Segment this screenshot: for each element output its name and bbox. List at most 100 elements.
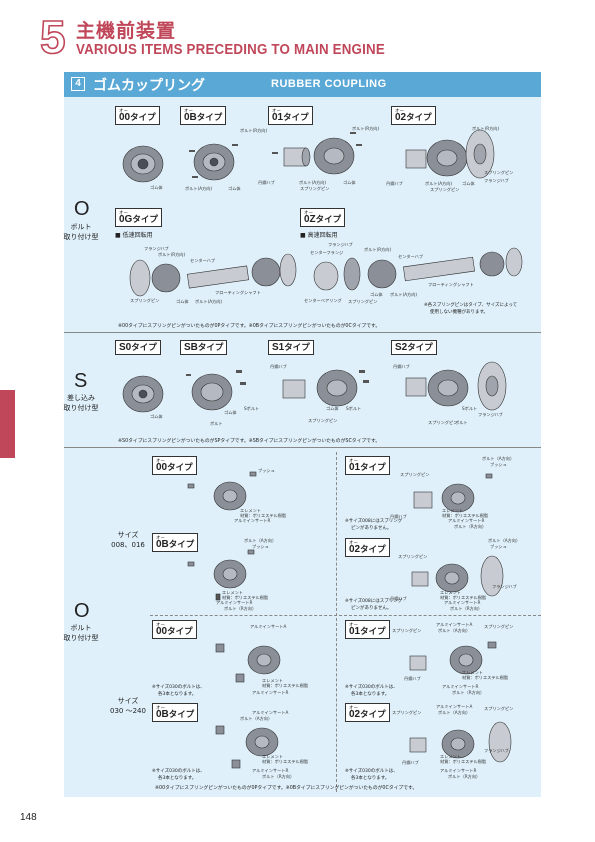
label: 丹鋼ハブ <box>393 364 410 369</box>
size-divider <box>150 615 541 616</box>
coupling-s2-illustration <box>405 361 507 411</box>
label: 丹鋼ハブ <box>390 596 407 601</box>
label: エレメント <box>440 590 461 595</box>
label: ブッシュ <box>252 544 269 549</box>
mount-letter-s: S <box>74 370 88 392</box>
label: センターハブ <box>190 258 216 263</box>
label: ボルト(A方向) <box>390 292 418 297</box>
label: ボルト（A方向） <box>240 716 273 721</box>
label: ボルト（R方向） <box>262 774 295 779</box>
label: 材質：ポリエステル樹脂 <box>442 513 489 518</box>
label: ボルト（R方向） <box>224 606 257 611</box>
size-label-small: サイズ 008、016 <box>111 531 145 549</box>
coupling-0b-small-illustration <box>187 549 255 601</box>
coupling-00-small-illustration <box>187 471 257 511</box>
label: ゴム体 <box>228 186 241 191</box>
note-0z: ※各スプリングピンはタイプ、サイズによって 使用しない機種があります。 <box>424 303 518 315</box>
label: ボルト(R方向) <box>240 128 268 133</box>
label: スプリングピン <box>430 187 460 192</box>
chapter-title-en: VARIOUS ITEMS PRECEDING TO MAIN ENGINE <box>76 42 385 58</box>
coupling-00-illustration <box>122 145 164 183</box>
label: ボルト(A方向) <box>299 180 327 185</box>
label: ボルト（A方向） <box>438 710 471 715</box>
type-box-sb: SBタイプ <box>180 340 228 355</box>
mount-label-o: ボルト 取り付け型 <box>63 223 99 241</box>
divider <box>64 332 541 333</box>
divider <box>64 447 541 448</box>
label: 材質：ポリエステル樹脂 <box>440 595 487 600</box>
label: アルミインサートR <box>444 600 481 605</box>
label: アルミインサートR <box>442 684 479 689</box>
label: 材質：ポリエステル樹脂 <box>240 513 287 518</box>
label: フランジハブ <box>484 178 509 183</box>
label: ブッシュ <box>490 544 507 549</box>
label: アルミインサートR <box>252 768 289 773</box>
label: ボルト(R方向) <box>352 126 380 131</box>
label: 丹鋼ハブ <box>402 760 419 765</box>
coupling-01-illustration <box>272 132 362 175</box>
type-box-s0: S0タイプ <box>115 340 161 355</box>
label: スプリングピン <box>348 299 378 304</box>
coupling-0b-large-illustration <box>215 725 279 769</box>
label: アルミインサートA <box>436 622 473 627</box>
chapter-title-jp: 主機前装置 <box>76 20 177 42</box>
label: エレメント <box>222 590 243 595</box>
note-size-030: ※サイズ030のボルトは、 各3本となります。 <box>152 685 205 697</box>
label: フランジハブ <box>484 748 509 753</box>
label: ボルト(A方向) <box>425 181 453 186</box>
label: ゴム体 <box>326 406 339 411</box>
type-box-s2: S2タイプ <box>391 340 437 355</box>
label: エレメント <box>262 678 283 683</box>
label: ブッシュ <box>490 462 507 467</box>
coupling-s1-illustration <box>282 369 369 407</box>
note-size-030: ※サイズ030のボルトは、 各3本となります。 <box>152 769 205 781</box>
coupling-01-small-illustration <box>413 473 493 513</box>
label: Sボルト <box>346 406 362 411</box>
label: ボルト（A方向） <box>488 538 521 543</box>
coupling-02-small-illustration <box>411 555 504 597</box>
label: 材質：ポリエステル樹脂 <box>462 675 509 680</box>
mount-letter-o2: O <box>74 600 90 622</box>
note-size-030: ※サイズ030のボルトは、 各3本となります。 <box>345 685 398 697</box>
label: スプリングピン <box>484 706 514 711</box>
size-label-large: サイズ 030 〜240 <box>110 697 146 715</box>
label: ゴム体 <box>343 180 356 185</box>
label: スプリングピン <box>392 710 422 715</box>
footnote-o2: ※00タイプにスプリングピンがついたものが0Pタイプです。※0Bタイプにスプリン… <box>155 786 418 791</box>
label: スプリングピン <box>484 170 514 175</box>
label: ボルト(A方向) <box>185 186 213 191</box>
section-header: 4 ゴムカップリング RUBBER COUPLING <box>64 72 541 97</box>
label: アルミインサートR <box>252 690 289 695</box>
label: エレメント <box>462 670 483 675</box>
label: スプリングピン <box>392 628 422 633</box>
label: ボルト（A方向） <box>482 456 515 461</box>
label: エレメント <box>442 508 463 513</box>
label: ボルト(R方向) <box>472 126 500 131</box>
label: アルミインサートA <box>252 710 289 715</box>
label: スプリングピン <box>308 418 338 423</box>
label: 丹鋼ハブ <box>270 364 287 369</box>
column-divider <box>336 452 337 792</box>
label: 材質：ポリエステル樹脂 <box>262 759 309 764</box>
chapter-side-tab <box>0 390 15 458</box>
label: アルミインサートA <box>250 624 287 629</box>
label: エレメント <box>262 754 283 759</box>
label: スプリングピン <box>300 186 330 191</box>
label: スプリングピン <box>484 624 514 629</box>
label: アルミインサートR <box>440 768 477 773</box>
speed-label-high: ■ 高速回転用 <box>300 232 338 239</box>
coupling-01-large-illustration <box>409 641 497 675</box>
coupling-s0-illustration <box>122 375 164 413</box>
mount-label-o2: ボルト 取り付け型 <box>63 624 99 642</box>
label: 丹鋼ハブ <box>390 514 407 519</box>
label: 材質：ポリエステル樹脂 <box>440 759 487 764</box>
label: ボルト(R方向) <box>364 247 392 252</box>
